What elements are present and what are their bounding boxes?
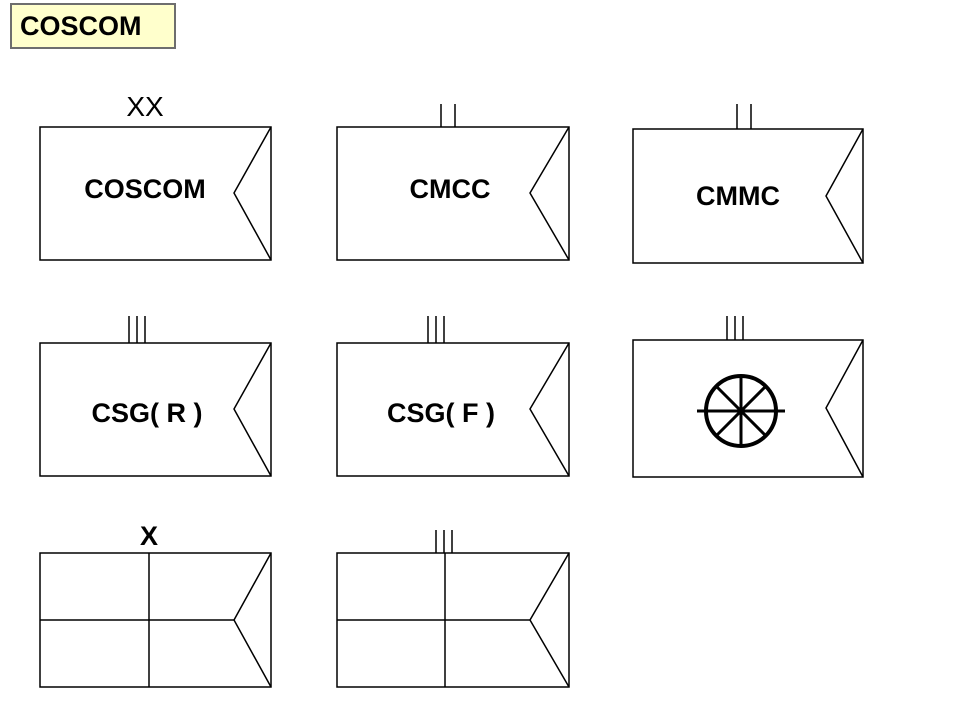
- symbol-cmmc: CMMC: [632, 104, 864, 264]
- symbol-label: CSG( F ): [387, 398, 495, 428]
- echelon-marker-iii-icon: [427, 316, 445, 343]
- symbol-maintenance-wheel: [632, 316, 864, 478]
- symbol-label: CMCC: [410, 174, 491, 204]
- symbol-frame: [632, 339, 864, 478]
- symbol-group-grid: [336, 530, 570, 688]
- symbol-label: CSG( R ): [92, 398, 203, 428]
- echelon-marker-ii-icon: [736, 104, 752, 129]
- chevron-notch-icon: [529, 342, 570, 477]
- symbol-label: CMMC: [696, 181, 780, 211]
- symbol-frame: [39, 342, 272, 477]
- symbol-frame: [632, 128, 864, 264]
- chevron-notch-icon: [529, 126, 570, 261]
- echelon-marker-iii-icon: [435, 530, 453, 553]
- chevron-notch-icon: [233, 552, 272, 688]
- symbol-frame: [39, 126, 272, 261]
- chevron-notch-icon: [233, 126, 272, 261]
- symbol-cmcc: CMCC: [336, 104, 570, 261]
- wheel-icon: [697, 374, 785, 448]
- echelon-marker-iii-icon: [726, 316, 744, 340]
- symbol-csg-r: CSG( R ): [39, 316, 272, 477]
- symbol-frame: [336, 126, 570, 261]
- symbol-csg-f: CSG( F ): [336, 316, 570, 477]
- quadrant-grid-icon: [40, 553, 234, 687]
- symbol-frame: [336, 342, 570, 477]
- echelon-marker: XX: [126, 91, 164, 122]
- diagram-title: COSCOM: [10, 3, 176, 49]
- chevron-notch-icon: [825, 339, 864, 478]
- symbol-label: COSCOM: [84, 174, 206, 204]
- symbol-coscom: XX COSCOM: [39, 91, 272, 261]
- chevron-notch-icon: [233, 342, 272, 477]
- echelon-marker: X: [140, 521, 158, 551]
- echelon-marker-iii-icon: [128, 316, 146, 343]
- quadrant-grid-icon: [337, 553, 530, 687]
- symbol-brigade-grid: X: [39, 521, 272, 688]
- chevron-notch-icon: [825, 128, 864, 264]
- echelon-marker-ii-icon: [440, 104, 456, 127]
- chevron-notch-icon: [529, 552, 570, 688]
